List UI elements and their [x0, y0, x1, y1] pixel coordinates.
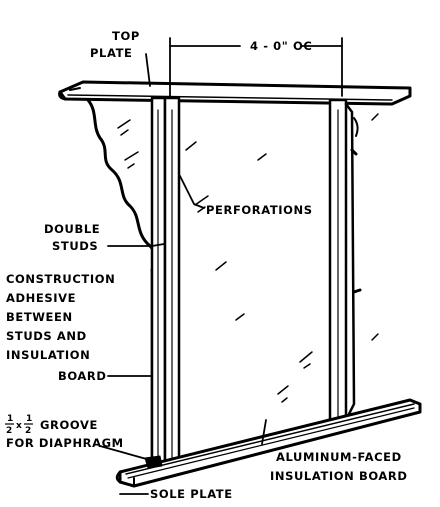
right-wall-edge	[344, 102, 379, 422]
double-studs-label-line2: STUDS	[52, 239, 98, 253]
groove-fraction-a-den: 2	[6, 426, 13, 436]
perforation-marks	[185, 141, 313, 403]
groove-fraction: 1 2 x 1 2	[5, 414, 33, 436]
top-plate-label-line2: PLATE	[90, 46, 132, 60]
groove-fraction-b-den: 2	[25, 426, 32, 436]
groove-label-line2: FOR DIAPHRAGM	[6, 436, 124, 450]
adhesive-label-line2: ADHESIVE	[6, 291, 76, 305]
double-studs	[150, 96, 181, 475]
adhesive-label-line4: STUDS AND	[6, 329, 87, 343]
adhesive-label-line3: BETWEEN	[6, 310, 73, 324]
adhesive-label-line5: INSULATION	[6, 348, 90, 362]
leader-lines	[99, 37, 343, 495]
sole-plate	[115, 398, 422, 488]
drawing	[58, 37, 422, 495]
right-stud	[328, 98, 348, 424]
board-label-line2: INSULATION BOARD	[270, 469, 408, 483]
spacing-label: 4 - 0" OC	[250, 39, 312, 53]
groove-fraction-a-num: 1	[7, 414, 14, 424]
sole-plate-label: SOLE PLATE	[150, 487, 233, 501]
adhesive-label-line1: CONSTRUCTION	[6, 272, 115, 286]
labels: 4 - 0" OC TOP PLATE PERFORATIONS DOUBLE …	[5, 29, 408, 501]
groove-fraction-b-num: 1	[26, 414, 33, 424]
groove-label-line1: GROOVE	[40, 418, 98, 432]
perforations-label: PERFORATIONS	[206, 203, 313, 217]
adhesive-label-line6: BOARD	[58, 369, 107, 383]
board-label-line1: ALUMINUM-FACED	[276, 450, 402, 464]
double-studs-label-line1: DOUBLE	[44, 222, 100, 236]
groove-detail	[144, 455, 163, 469]
top-plate-label-line1: TOP	[112, 29, 140, 43]
board-surface-marks	[117, 119, 139, 169]
top-plate	[58, 80, 412, 106]
groove-fraction-x: x	[16, 421, 22, 431]
